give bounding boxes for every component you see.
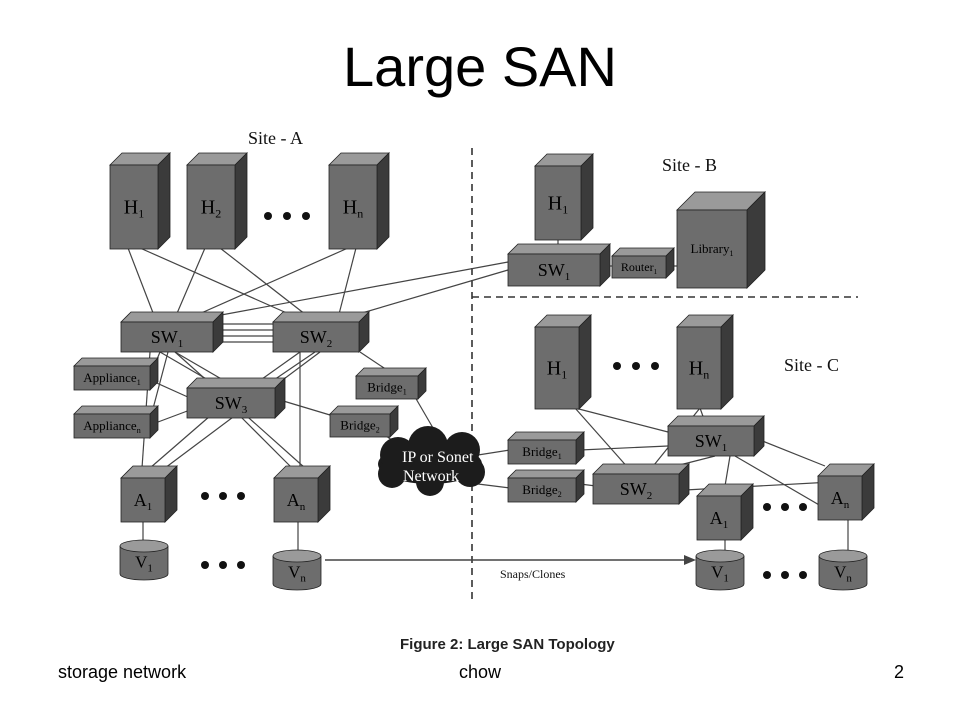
site-c-array-1-label: A1 (710, 508, 729, 531)
site-a-label: Site - A (248, 128, 303, 148)
figure-caption: Figure 2: Large SAN Topology (400, 636, 615, 653)
site-a-bridge-2: Bridge2 (329, 405, 399, 438)
site-c-bridge-2-label: Bridge2 (522, 482, 561, 499)
site-c-array-1: A1 (696, 483, 754, 541)
site-c-switch-1-label: SW1 (695, 431, 728, 454)
site-a-switch-1-label: SW1 (151, 327, 184, 350)
site-c-bridge-1: Bridge1 (507, 431, 585, 465)
site-c-volume-1: V1 (695, 549, 745, 591)
site-b-host-1: H1 (534, 153, 594, 241)
site-c-volume-n-label: Vn (834, 563, 852, 585)
ip-sonet-network-cloud: IP or Sonet Network (378, 426, 485, 496)
san-topology-diagram: Snaps/Clones Site - A Site - B Site - C … (73, 128, 875, 653)
site-b-router-1: Router1 (611, 247, 675, 279)
site-c-host-n-label: Hn (689, 357, 709, 381)
site-a-bridge-1-label: Bridge1 (367, 380, 406, 397)
site-a-switch-2-label: SW2 (300, 327, 333, 350)
site-b-switch-1: SW1 (507, 243, 611, 287)
site-a-appliance-1: Appliance1 (73, 357, 159, 391)
slide-title: Large SAN (343, 35, 617, 98)
site-a-volume-1-label: V1 (135, 553, 153, 575)
site-b-switch-1-label: SW1 (538, 260, 571, 283)
site-c-volume-1-label: V1 (711, 563, 729, 585)
site-b-library-1: Library1 (676, 191, 766, 289)
site-a-volume-1: V1 (119, 539, 169, 581)
site-a-host-1-label: H1 (124, 196, 144, 220)
site-a-bridge-2-label: Bridge2 (340, 418, 379, 435)
site-a-array-n-label: An (287, 490, 306, 513)
site-b-host-1-label: H1 (548, 192, 568, 216)
site-a-bridge-1: Bridge1 (355, 367, 427, 400)
site-c-array-n-label: An (831, 488, 850, 511)
footer-left: storage network (58, 662, 187, 682)
site-a-host-2-label: H2 (201, 196, 221, 220)
site-a-array-1: A1 (120, 465, 178, 523)
site-a-appliance-1-label: Appliance1 (83, 370, 140, 387)
site-a-host-n-label: Hn (343, 196, 363, 220)
footer-right: 2 (893, 662, 904, 682)
site-c-host-n: Hn (676, 314, 734, 410)
footer-center: chow (458, 662, 502, 682)
site-a-array-n: An (273, 465, 331, 523)
site-c-host-1-label: H1 (547, 357, 567, 381)
site-c-array-n: An (817, 463, 875, 521)
site-c-volume-n: Vn (818, 549, 868, 591)
site-a-appliance-n: Appliancen (73, 405, 159, 439)
site-a-switch-3-label: SW3 (215, 393, 248, 416)
site-a-array-1-label: A1 (134, 490, 153, 513)
site-a-host-n: Hn (328, 152, 390, 250)
site-b-library-1-label: Library1 (691, 241, 734, 258)
site-c-switch-2-label: SW2 (620, 479, 653, 502)
network-label-line2: Network (403, 468, 459, 485)
site-c-bridge-2: Bridge2 (507, 469, 585, 503)
site-a-switch-3: SW3 (186, 377, 286, 419)
site-c-switch-2: SW2 (592, 463, 690, 505)
arrowhead-icon (684, 555, 696, 565)
site-a-host-1: H1 (109, 152, 171, 250)
ellipsis-dots (201, 212, 807, 579)
site-a-volume-n-label: Vn (288, 563, 306, 585)
site-a-switch-1: SW1 (120, 311, 224, 353)
site-a-switch-2: SW2 (272, 311, 370, 353)
site-c-bridge-1-label: Bridge1 (522, 444, 561, 461)
snaps-clones-label: Snaps/Clones (500, 567, 566, 581)
site-a-host-2: H2 (186, 152, 248, 250)
site-a-volume-n: Vn (272, 549, 322, 591)
site-b-label: Site - B (662, 155, 717, 175)
site-c-switch-1: SW1 (667, 415, 765, 457)
network-label-line1: IP or Sonet (402, 449, 474, 466)
site-c-host-1: H1 (534, 314, 592, 410)
site-c-label: Site - C (784, 355, 839, 375)
site-a-appliance-n-label: Appliancen (83, 418, 140, 435)
site-b-router-1-label: Router1 (621, 260, 658, 276)
